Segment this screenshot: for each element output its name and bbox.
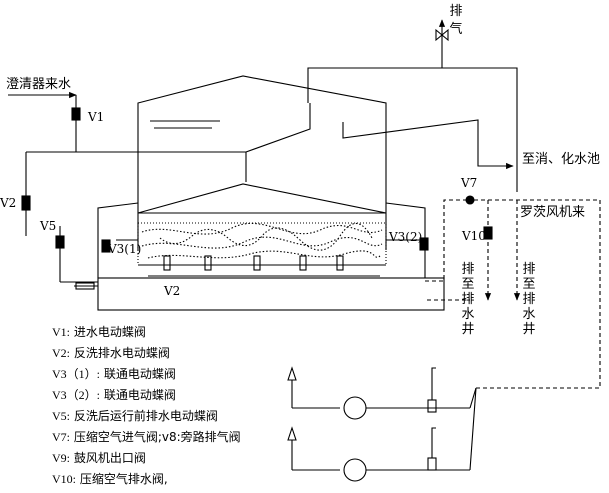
exhaust-valve-icon [435,28,449,42]
v10-valve-icon [483,226,493,240]
legend-row: V2: 反洗排水电动蝶阀 [52,346,170,360]
exhaust-label-1: 排 [449,4,463,19]
blower-2-motor-icon [343,458,367,482]
tank-base [97,277,445,311]
filter-media-pattern [141,222,383,259]
inflow-label: 澄清器来水 [6,77,72,92]
blower-1-motor-icon [343,396,367,420]
inner-cone-duct [245,103,311,182]
filter-tank [97,75,445,311]
outlet-pipe [342,119,514,170]
v5-label: V5 [40,219,57,233]
v7-label: V7 [461,176,478,190]
valve-legend: V1: 进水电动蝶阀 V2: 反洗排水电动蝶阀 V3（1）: 联通电动蝶阀 V3… [52,322,312,490]
drain-right-label: 排至排水井 [522,262,536,337]
exhaust-pipe [307,19,518,192]
v2-bottom-label: V2 [164,284,181,298]
legend-row: V10: 压缩空气排水阀, [52,472,168,486]
v10-label: V10 [462,229,486,243]
blower-label: 罗茨风机来 [520,205,586,220]
drain-left-label: 排至排水井 [461,262,475,337]
v5-valve-icon [55,235,65,249]
blower-2 [287,387,477,482]
blower-2-check-valve-icon [427,457,437,471]
v3-1-valve-icon [101,239,111,253]
legend-row: V1: 进水电动蝶阀 [52,325,146,339]
left-valves [21,195,138,290]
v2-left-valve-icon [21,195,31,211]
filter-media-layer [137,222,387,266]
v1-label: V1 [88,110,105,124]
v1-valve-icon [71,107,81,121]
v3-2-label: V3(2) [389,230,423,244]
legend-row: V9: 鼓风机出口阀 [52,451,146,465]
nozzle-row [163,255,344,271]
v2-left-label: V2 [0,196,17,210]
inlet-pipe [8,91,246,236]
right-valves [386,195,601,388]
legend-row: V7: 压缩空气进气阀;v8:旁路排气阀 [52,430,241,444]
blower-1-check-valve-icon [427,399,437,413]
v2-valve-icon [75,282,95,290]
to-tank-label: 至消、化水池 [522,152,601,167]
inner-cone-lower [137,183,387,214]
v3-2-valve-icon [419,237,429,251]
v7-valve-icon [465,195,475,205]
legend-row: V5: 反洗后运行前排水电动蝶阀 [52,409,218,423]
legend-row: V3（2）: 联通电动蝶阀 [52,388,176,402]
exhaust-label-2: 气 [449,22,463,37]
legend-row: V3（1）: 联通电动蝶阀 [52,367,176,381]
v3-1-label: V3(1) [108,242,142,256]
blower-1 [287,366,600,420]
